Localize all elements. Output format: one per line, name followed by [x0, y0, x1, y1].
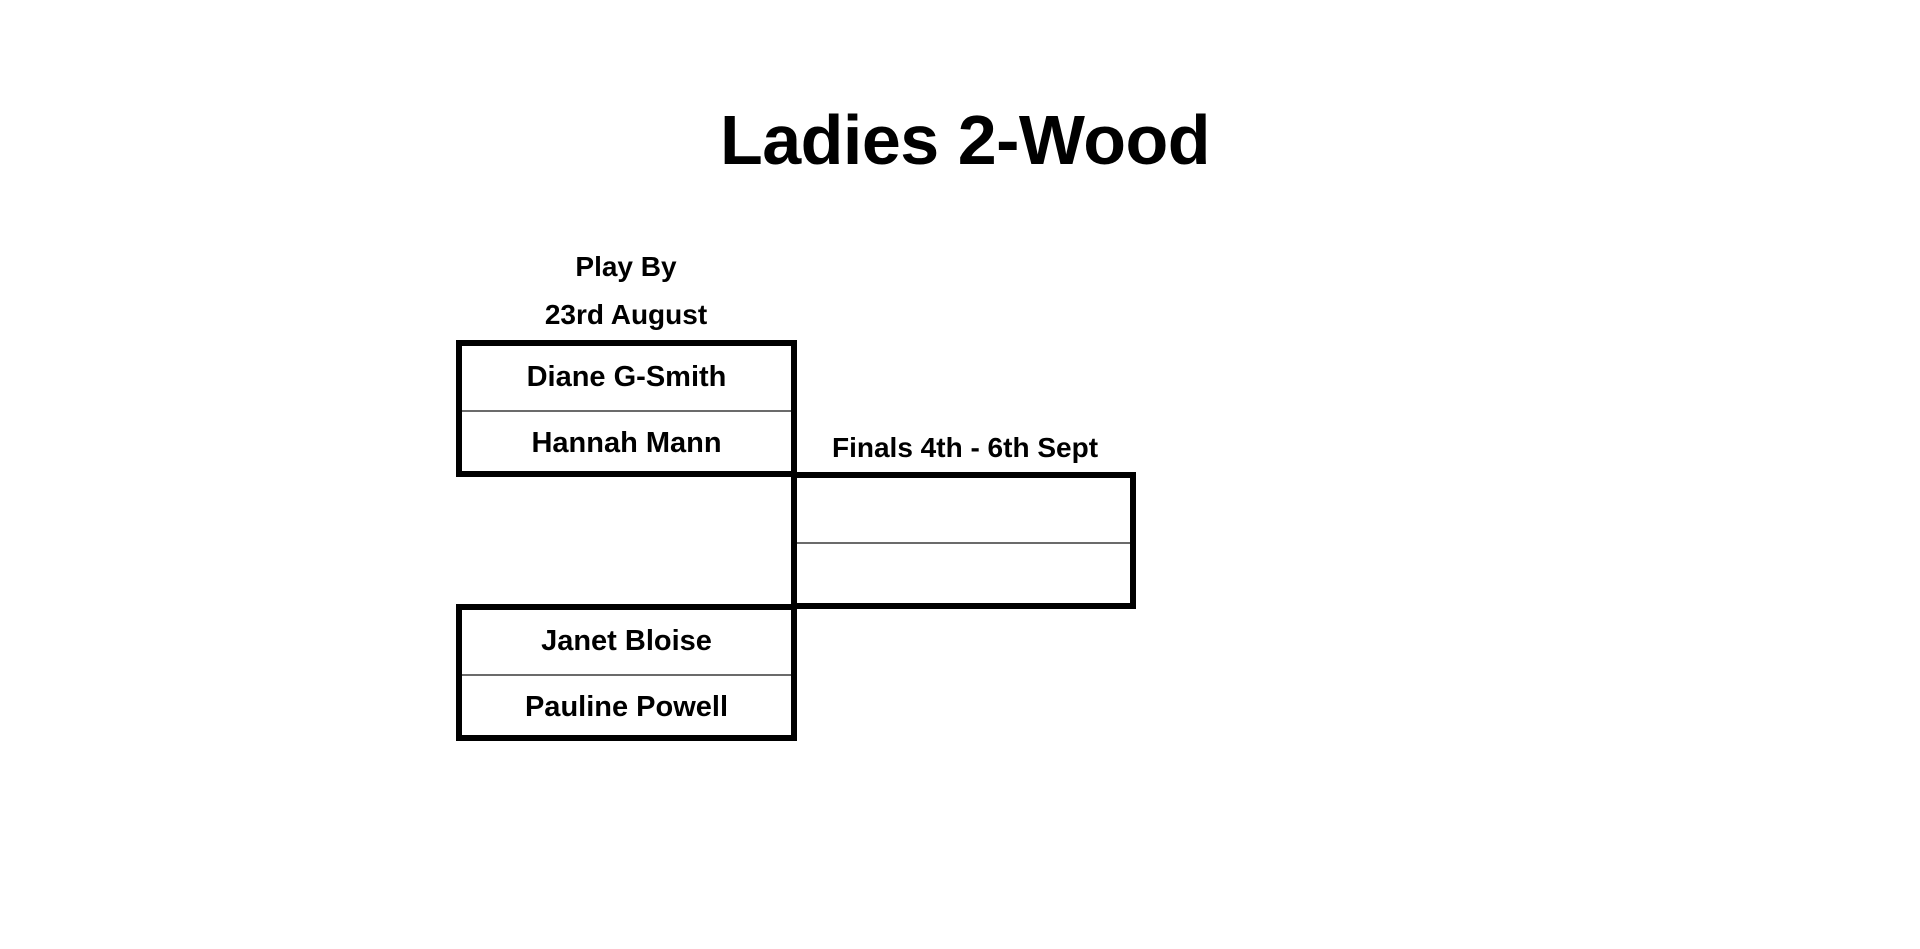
match-1-box: Diane G-Smith Hannah Mann	[456, 340, 797, 477]
match-2-box: Janet Bloise Pauline Powell	[456, 604, 797, 741]
final-divider	[797, 542, 1130, 544]
page-title: Ladies 2-Wood	[719, 101, 1211, 179]
match-2-player-1: Janet Bloise	[541, 625, 712, 657]
match-1-divider	[462, 410, 791, 412]
final-box	[791, 472, 1136, 609]
bracket-connector	[791, 340, 797, 741]
final-header: Finals 4th - 6th Sept	[831, 432, 1099, 463]
match-1-player-2: Hannah Mann	[531, 426, 722, 459]
round1-header-line2: 23rd August	[544, 299, 708, 330]
round1-header-line1: Play By	[575, 251, 677, 282]
final-player-2	[797, 544, 1130, 606]
match-2-divider	[462, 674, 791, 676]
match-2-player-2: Pauline Powell	[524, 690, 729, 723]
final-player-1	[797, 478, 1130, 541]
match-1-player-1: Diane G-Smith	[526, 361, 727, 393]
